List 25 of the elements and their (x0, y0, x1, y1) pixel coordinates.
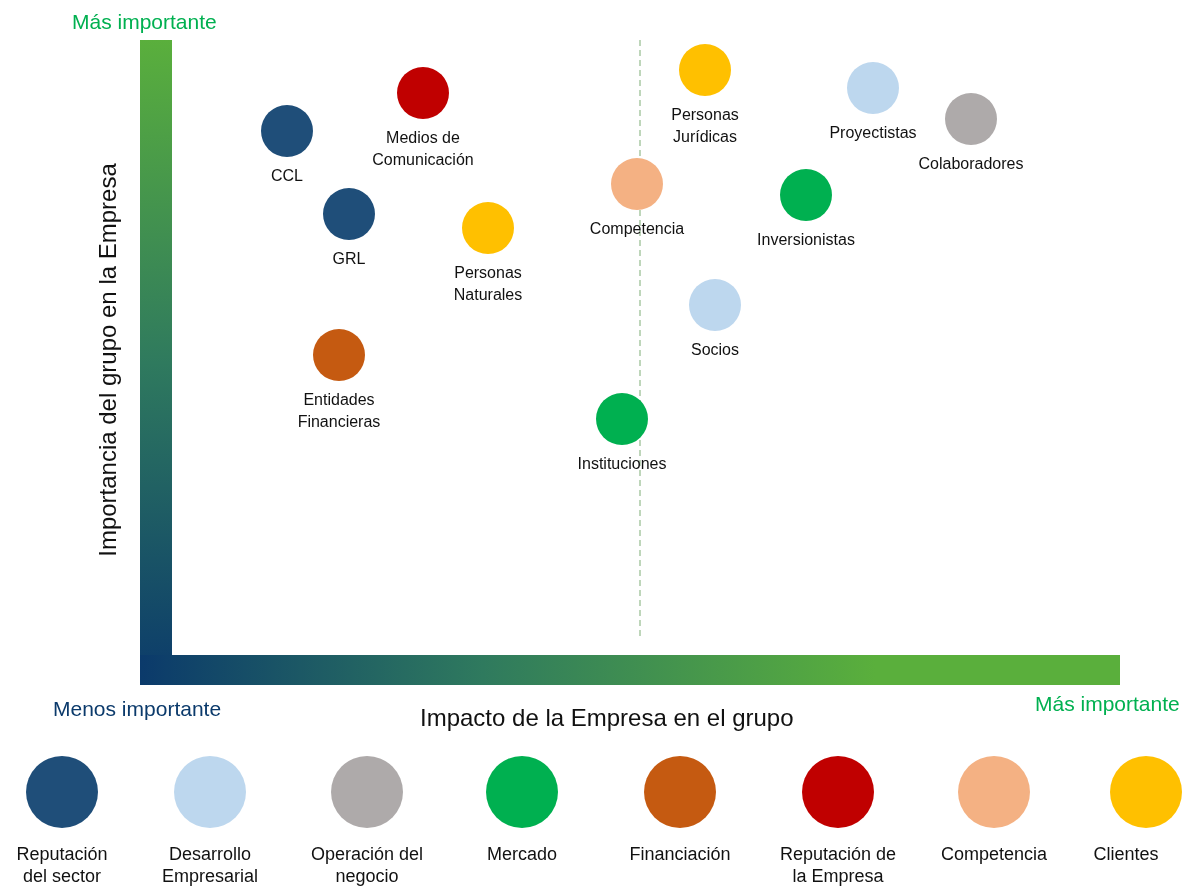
axis-end-label: Más importante (72, 10, 217, 34)
stakeholder-label: Personas Jurídicas (670, 105, 740, 147)
axis-title: Impacto de la Empresa en el grupo (420, 704, 794, 732)
stakeholder-label: Socios (690, 340, 740, 360)
legend-label: Desarrollo Empresarial (161, 843, 259, 887)
stakeholder-label: Personas Naturales (452, 263, 524, 305)
legend-label: Mercado (486, 843, 558, 865)
stakeholder-label: Colaboradores (917, 154, 1025, 174)
legend-label: Competencia (939, 843, 1049, 865)
stakeholder-label: Instituciones (576, 454, 668, 474)
stakeholder-label: CCL (270, 166, 304, 186)
axis-title: Importancia del grupo en la Empresa (94, 163, 122, 557)
stakeholder-label: GRL (331, 249, 367, 269)
axis-end-label: Menos importante (53, 697, 222, 721)
legend-label: Financiación (628, 843, 732, 865)
stakeholder-label: Proyectistas (828, 123, 918, 143)
stakeholder-label: Competencia (588, 219, 686, 239)
legend-label: Reputación de la Empresa (778, 843, 898, 887)
legend-label: Reputación del sector (15, 843, 109, 887)
stakeholder-label: Medios de Comunicación (371, 128, 475, 170)
axis-end-label: Más importante (1035, 692, 1180, 716)
stakeholder-label: Entidades Financieras (296, 390, 382, 432)
legend-label: Clientes (1092, 843, 1160, 865)
stakeholder-label: Inversionistas (756, 230, 856, 250)
legend-label: Operación del negocio (309, 843, 425, 887)
